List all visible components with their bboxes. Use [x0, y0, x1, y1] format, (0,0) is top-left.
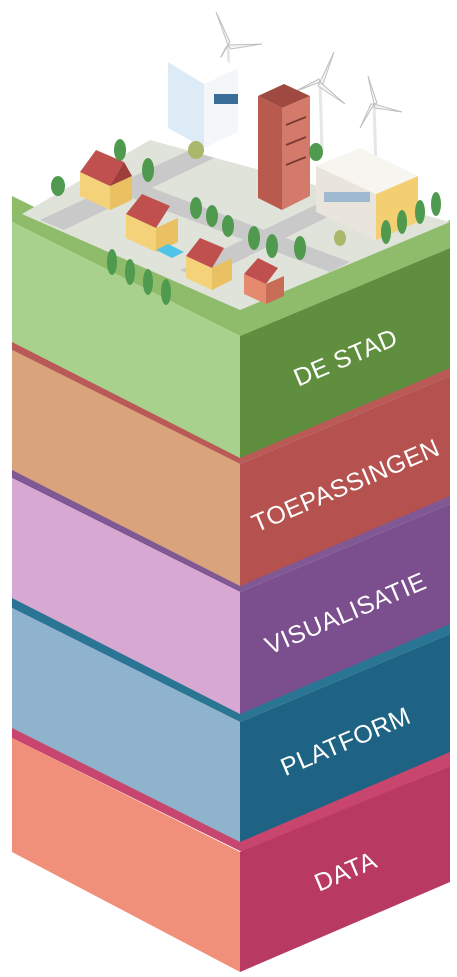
house [126, 194, 178, 252]
glass-office-building [168, 46, 238, 148]
layer-toepassingen-front [12, 350, 240, 586]
office-building [316, 148, 418, 240]
layer-data-front [12, 738, 240, 972]
trees [51, 139, 441, 305]
brick-tower [258, 84, 310, 210]
layer-platform-side [240, 634, 450, 842]
road-diagonal [180, 198, 350, 280]
layer-toepassingen-side [240, 376, 450, 586]
layer-visualisatie-side [240, 504, 450, 714]
layer-de-stad-front [12, 222, 240, 458]
layer-platform-front [12, 608, 240, 842]
wind-turbine [293, 51, 346, 151]
house [186, 238, 232, 290]
layer-de-stad: DE STAD [12, 196, 450, 458]
house [244, 258, 284, 304]
wind-turbine [359, 75, 403, 169]
city-illustration [22, 11, 450, 310]
layer-visualisatie-front [12, 478, 240, 714]
layer-de-stad-top [12, 196, 450, 336]
house [80, 150, 132, 210]
swimming-pool [156, 244, 184, 258]
layer-data-side [240, 766, 450, 972]
layer-de-stad-side [240, 248, 450, 458]
